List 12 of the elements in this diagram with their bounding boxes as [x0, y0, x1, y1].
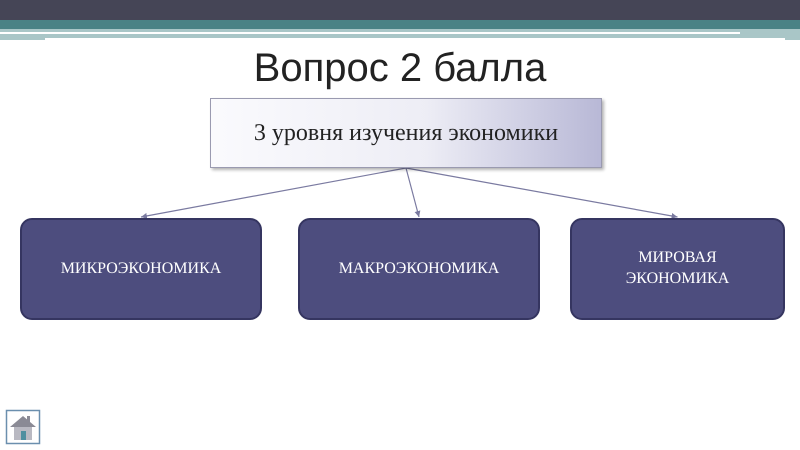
level-box	[570, 218, 785, 320]
level-box	[298, 218, 540, 320]
title-box	[210, 98, 602, 168]
box-text: МИРОВАЯ ЭКОНОМИКА	[624, 248, 730, 289]
box-text: 3 уровня изучения экономики	[254, 118, 558, 148]
arrow	[405, 168, 420, 218]
box-text: МАКРОЭКОНОМИКА	[338, 258, 500, 279]
arrow	[140, 167, 406, 219]
slide-title: Вопрос 2 балла	[252, 46, 548, 91]
arrow	[406, 167, 678, 219]
box-text: МИКРОЭКОНОМИКА	[60, 258, 222, 279]
level-box	[20, 218, 262, 320]
